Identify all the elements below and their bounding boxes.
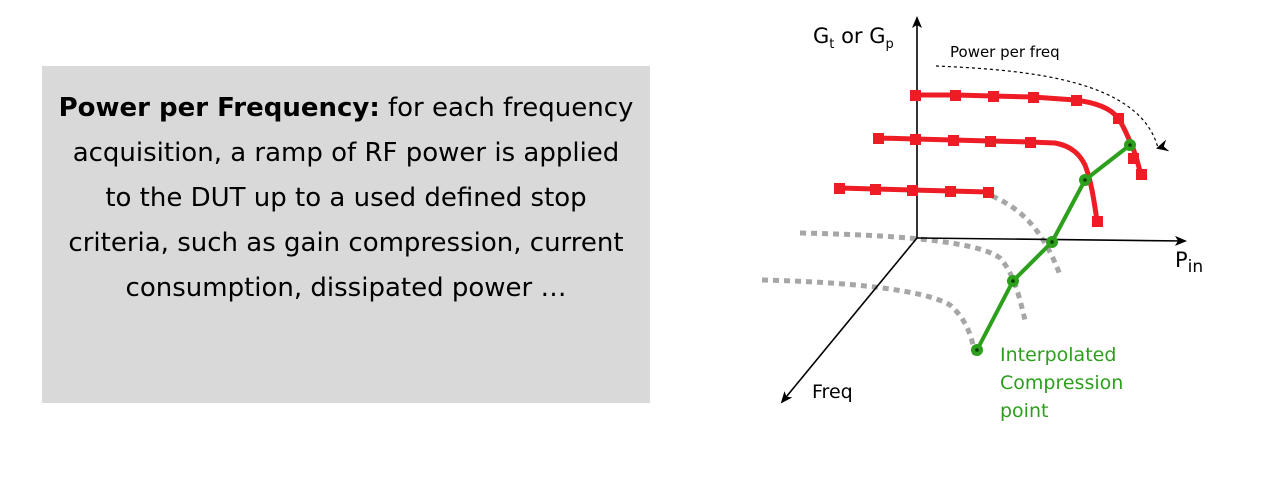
sweep-arrow [935,65,1170,152]
x-axis-label: Pin [1175,248,1203,277]
axes [780,16,1187,404]
data-point [983,187,994,198]
projection-curves [761,193,1063,356]
projection-curve-2 [799,230,1028,321]
depth-axis-line [780,237,918,404]
data-point [1136,169,1147,180]
data-point [834,183,845,194]
description-box: Power per Frequency: for each frequency … [42,66,650,403]
power-curve-points [834,90,1147,227]
depth-axis-label: Freq [812,381,853,403]
data-point [870,184,881,195]
data-point [985,136,996,147]
compression-line [971,139,1136,356]
power-sweep-diagram: Gt or Gp Power per freq Pin Freq Interpo… [761,16,1203,422]
data-point [1028,92,1039,103]
projection-curve-3 [761,277,978,356]
data-point [950,90,961,101]
data-point [988,91,999,102]
projection-curve-1 [991,193,1063,276]
data-point [873,133,884,144]
data-point [1128,153,1139,164]
power-curves [834,90,1147,227]
data-point [910,90,921,101]
data-point [907,185,918,196]
data-point [1113,113,1124,124]
y-axis-label: Gt or Gp [813,24,894,52]
data-point [910,134,921,145]
data-point [1071,95,1082,106]
description-heading: Power per Frequency: [58,93,380,123]
data-point [1092,216,1103,227]
data-point [948,135,959,146]
compression-label: Interpolated Compression point [1000,344,1129,422]
data-point [945,186,956,197]
sweep-label: Power per freq [950,43,1060,61]
power-curve-2 [877,135,1100,222]
description-body: for each frequency acquisition, a ramp o… [68,93,634,303]
data-point [1025,137,1036,148]
